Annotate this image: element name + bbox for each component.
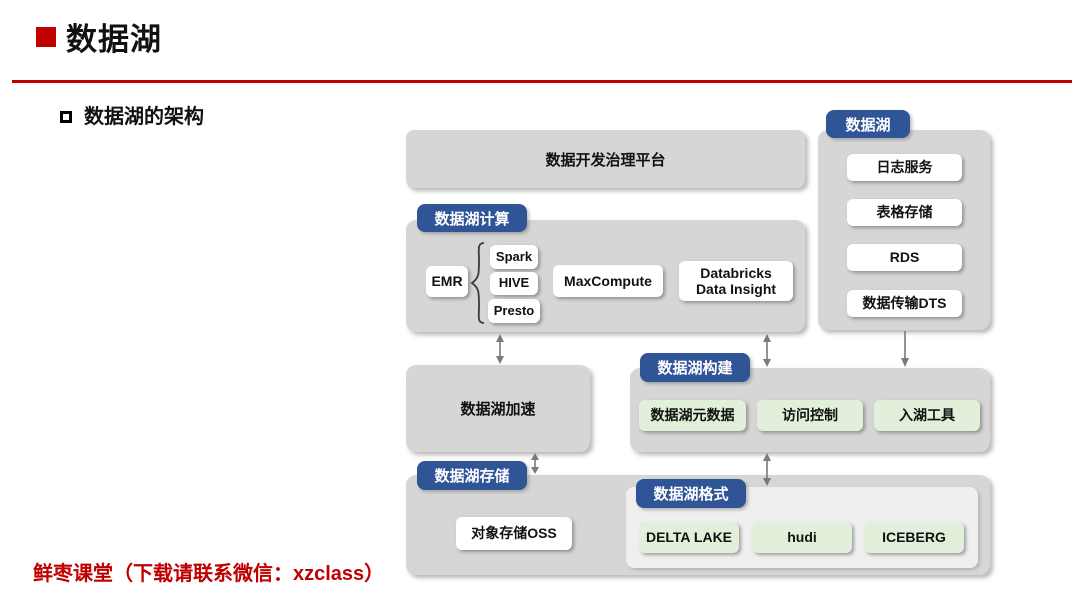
item-hive: HIVE (490, 272, 538, 295)
item-object-storage-oss: 对象存储OSS (456, 517, 572, 550)
section-bullet-square (60, 111, 72, 123)
watermark-text: 鲜枣课堂（下载请联系微信：xzclass） (33, 563, 385, 585)
item-lake-ingest-tools: 入湖工具 (874, 400, 980, 431)
arrow-sources-build (899, 331, 911, 372)
platform-label: 数据开发治理平台 (545, 151, 666, 169)
section-title: 数据湖的架构 (84, 106, 204, 128)
arrow-acceleration-storage (529, 453, 541, 479)
item-dts: 数据传输DTS (847, 290, 962, 317)
arrow-compute-acceleration (494, 334, 506, 369)
item-table-store: 表格存储 (847, 199, 962, 226)
brace-icon (468, 242, 490, 329)
item-iceberg: ICEBERG (864, 522, 964, 553)
item-delta-lake: DELTA LAKE (639, 522, 739, 553)
item-access-control: 访问控制 (757, 400, 863, 431)
item-presto: Presto (488, 299, 540, 323)
platform-box (406, 130, 805, 188)
item-databricks-data-insight: Databricks Data Insight (679, 261, 793, 301)
acceleration-box (406, 365, 590, 452)
acceleration-label: 数据湖加速 (460, 401, 536, 418)
arrow-build-format (761, 453, 773, 491)
item-rds: RDS (847, 244, 962, 271)
item-emr: EMR (426, 266, 468, 297)
item-lake-metadata: 数据湖元数据 (639, 400, 746, 431)
tag-data-lake-build: 数据湖构建 (640, 353, 750, 382)
item-log-service: 日志服务 (847, 154, 962, 181)
page-title: 数据湖 (66, 22, 162, 57)
item-maxcompute: MaxCompute (553, 265, 663, 297)
tag-data-lake-compute: 数据湖计算 (417, 204, 527, 232)
tag-data-lake-format: 数据湖格式 (636, 479, 746, 508)
arrow-compute-build (761, 334, 773, 372)
title-divider (12, 80, 1072, 83)
item-spark: Spark (490, 245, 538, 269)
tag-data-lake-sources: 数据湖 (826, 110, 910, 138)
title-bullet-square (36, 27, 56, 47)
item-hudi: hudi (752, 522, 852, 553)
tag-data-lake-storage: 数据湖存储 (417, 461, 527, 490)
